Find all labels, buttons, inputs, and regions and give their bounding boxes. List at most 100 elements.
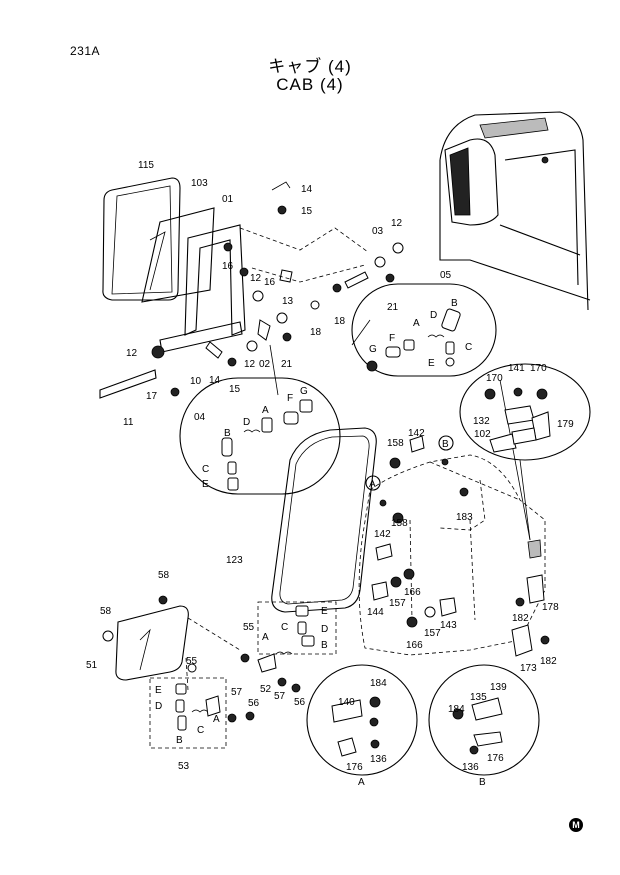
callout-21: 21: [281, 359, 293, 370]
callout-12: 12: [126, 348, 138, 359]
rear-door-frame-assembly: [99, 177, 404, 399]
callout-142: 142: [408, 428, 425, 439]
callout-57: 57: [274, 691, 286, 702]
callout-115: 115: [138, 160, 154, 171]
parts-box-52: [240, 601, 337, 693]
letter-a: A: [262, 632, 269, 643]
callout-184: 184: [448, 704, 465, 715]
callout-176: 176: [487, 753, 504, 764]
callout-179: 179: [557, 419, 574, 430]
letter-c: C: [197, 725, 204, 736]
callout-12: 12: [244, 359, 256, 370]
callout-18: 18: [310, 327, 322, 338]
callout-17: 17: [146, 391, 158, 402]
letter-c: C: [281, 622, 288, 633]
letter-d: D: [155, 701, 162, 712]
callout-123: 123: [226, 555, 243, 566]
callout-55: 55: [186, 656, 198, 667]
marker-a-label: A: [369, 479, 376, 490]
callout-55: 55: [243, 622, 255, 633]
callout-14: 14: [301, 184, 313, 195]
letter-g: G: [369, 344, 377, 355]
callout-158: 158: [391, 518, 408, 529]
door-weatherstrip-123: [271, 427, 377, 613]
letter-c: C: [202, 464, 209, 475]
callout-56: 56: [294, 697, 306, 708]
letter-b: B: [176, 735, 183, 746]
letter-f: F: [389, 333, 395, 344]
callout-132: 132: [473, 416, 490, 427]
callout-52: 52: [260, 684, 272, 695]
callout-182: 182: [540, 656, 557, 667]
callout-142: 142: [374, 529, 391, 540]
callout-176: 176: [346, 762, 363, 773]
letter-labels: B D A F G C E A F G D B C E E C D A B E …: [155, 298, 486, 788]
letter-a: A: [262, 405, 269, 416]
title-english: CAB (4): [276, 75, 344, 94]
letter-a: A: [213, 714, 220, 725]
callout-58: 58: [158, 570, 170, 581]
detail-bubble-lock: [459, 363, 591, 461]
detail-bubble-05: [351, 283, 497, 377]
letter-b: B: [451, 298, 458, 309]
callout-15: 15: [229, 384, 241, 395]
callout-139: 139: [490, 682, 507, 693]
callout-01: 01: [222, 194, 234, 205]
callout-103: 103: [191, 178, 208, 189]
callout-136: 136: [462, 762, 479, 773]
callout-12: 12: [250, 273, 262, 284]
detail-bubble-04: [179, 377, 341, 495]
letter-b: B: [321, 640, 328, 651]
letter-f: F: [287, 393, 293, 404]
callout-18: 18: [334, 316, 346, 327]
callout-58: 58: [100, 606, 112, 617]
callout-157: 157: [424, 628, 441, 639]
letter-d: D: [243, 417, 250, 428]
callout-15: 15: [301, 206, 313, 217]
letter-e: E: [155, 685, 162, 696]
callout-183: 183: [456, 512, 473, 523]
letter-e: E: [321, 606, 328, 617]
callout-labels: 115 103 01 14 15 16 16 12 13 03 12 21 18…: [86, 160, 574, 773]
callout-03: 03: [372, 226, 384, 237]
callout-102: 102: [474, 429, 491, 440]
callout-12: 12: [391, 218, 403, 229]
callout-143: 143: [440, 620, 457, 631]
callout-140: 140: [338, 697, 355, 708]
detail-circle-b: [428, 664, 540, 776]
callout-53: 53: [178, 761, 190, 772]
callout-157: 157: [389, 598, 406, 609]
callout-141: 141: [508, 363, 525, 374]
letter-e: E: [202, 479, 209, 490]
callout-136: 136: [370, 754, 387, 765]
marker-b-label: B: [442, 439, 449, 450]
view-b-label: B: [479, 777, 486, 788]
callout-05: 05: [440, 270, 452, 281]
callout-170: 170: [530, 363, 547, 374]
callout-11: 11: [123, 417, 134, 428]
letter-a: A: [413, 318, 420, 329]
callout-16: 16: [222, 261, 234, 272]
letter-d: D: [321, 624, 328, 635]
callout-182: 182: [512, 613, 529, 624]
callout-56: 56: [248, 698, 260, 709]
letter-d: D: [430, 310, 437, 321]
letter-b: B: [224, 428, 231, 439]
cab-outline-upper: [439, 111, 591, 311]
detail-circle-a: [306, 664, 418, 776]
reference-markers: [365, 435, 454, 491]
title-japanese: キャブ (4): [268, 57, 352, 76]
page-number: 231A: [70, 44, 101, 58]
callout-21: 21: [387, 302, 399, 313]
callout-170: 170: [486, 373, 503, 384]
callout-158: 158: [387, 438, 404, 449]
callout-10: 10: [190, 376, 202, 387]
callout-16: 16: [264, 277, 276, 288]
callout-57: 57: [231, 687, 243, 698]
parts-box-53: [149, 663, 255, 749]
manufacturer-badge: M: [569, 818, 583, 832]
callout-135: 135: [470, 692, 487, 703]
callout-166: 166: [406, 640, 423, 651]
